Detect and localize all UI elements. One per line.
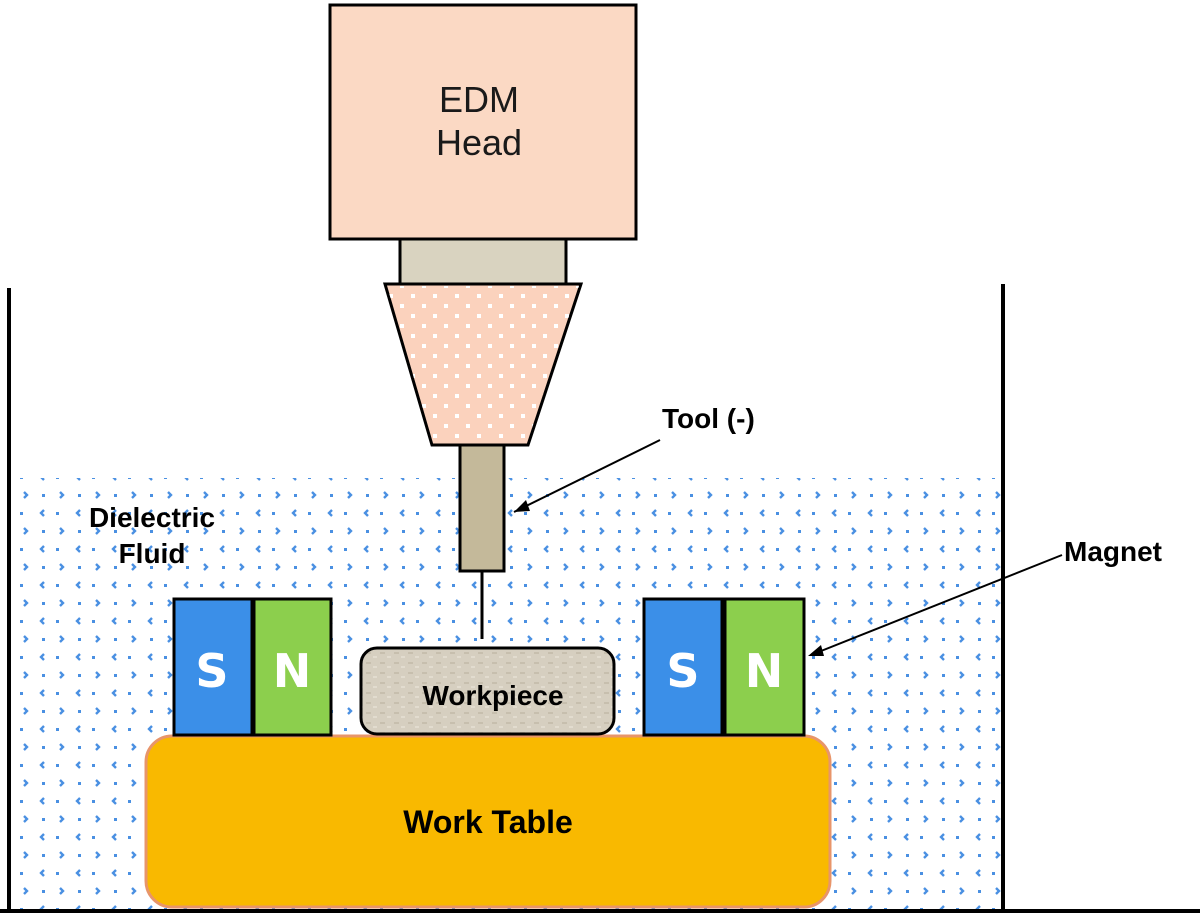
magnet-leader-line <box>810 554 1063 656</box>
dielectric-label-line2: Fluid <box>119 538 186 569</box>
work-table-label: Work Table <box>403 804 573 840</box>
edm-head-label-line2: Head <box>436 122 522 163</box>
tool-electrode <box>458 443 506 573</box>
dielectric-label-line1: Dielectric <box>89 502 215 533</box>
magnet-right-south-label: S <box>666 644 699 698</box>
magnet-right-north-label: N <box>745 644 784 698</box>
edm-head-label-line1: EDM <box>439 79 519 120</box>
work-table <box>144 734 832 909</box>
magnet-label: Magnet <box>1064 536 1162 567</box>
tool-label: Tool (-) <box>662 403 755 434</box>
magnet-left-south-label: S <box>195 644 228 698</box>
magnet-right-south <box>642 597 724 737</box>
magnet-right: S N <box>642 597 806 737</box>
magnet-left: S N <box>172 597 333 737</box>
magnet-left-south <box>172 597 254 737</box>
magnet-left-north-label: N <box>273 644 312 698</box>
magnet-left-north <box>252 597 333 737</box>
tool-leader-line <box>513 439 661 513</box>
workpiece <box>359 646 616 736</box>
spindle-collar <box>398 237 568 286</box>
tank <box>0 284 1200 913</box>
workpiece-label: Workpiece <box>422 680 563 711</box>
magnet-right-north <box>723 597 806 737</box>
